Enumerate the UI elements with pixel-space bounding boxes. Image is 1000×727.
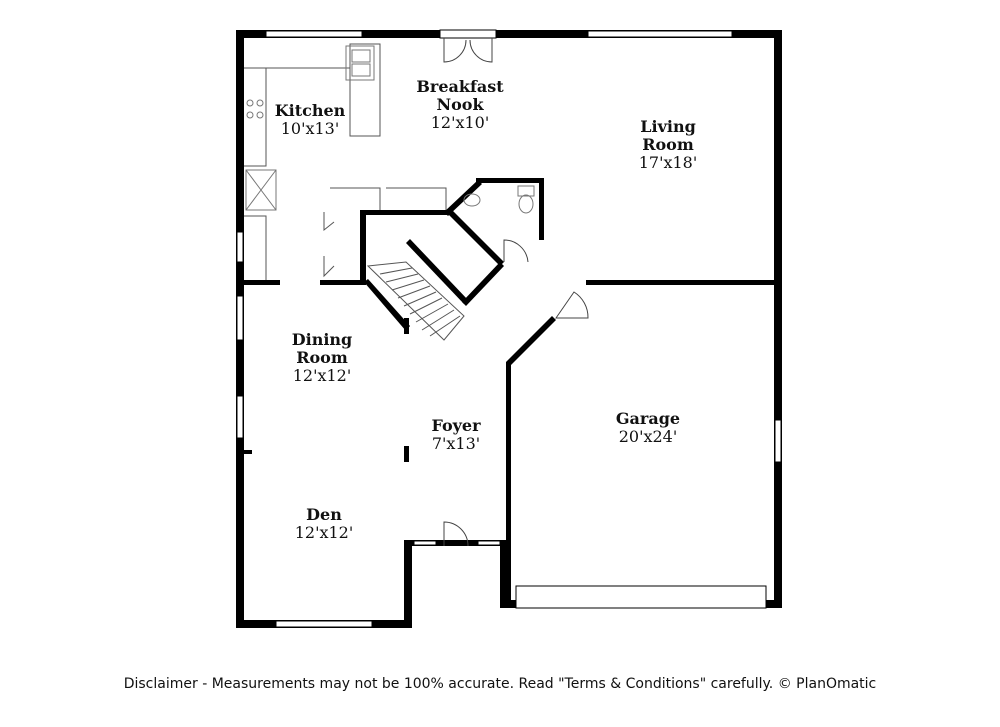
breakfast-nook-dims: 12'x10' bbox=[430, 113, 490, 132]
windows bbox=[236, 30, 782, 628]
powder-room bbox=[463, 185, 535, 263]
breakfast-nook-name-1: Breakfast bbox=[416, 77, 504, 96]
garage-dims: 20'x24' bbox=[618, 427, 678, 446]
kitchen-label: Kitchen 10'x13' bbox=[262, 102, 358, 138]
den-label: Den 12'x12' bbox=[276, 506, 372, 542]
dining-room-name-1: Dining bbox=[291, 330, 353, 349]
foyer-label: Foyer 7'x13' bbox=[408, 417, 504, 453]
living-room-label: Living Room 17'x18' bbox=[618, 118, 718, 172]
foyer-name: Foyer bbox=[431, 416, 481, 435]
patio-door bbox=[439, 29, 497, 63]
living-room-name-1: Living bbox=[640, 117, 696, 136]
den-name: Den bbox=[306, 505, 342, 524]
garage-door bbox=[508, 585, 774, 609]
dining-room-name-2: Room bbox=[296, 348, 348, 367]
disclaimer-text: Disclaimer - Measurements may not be 100… bbox=[123, 676, 877, 692]
kitchen-dims: 10'x13' bbox=[280, 119, 340, 138]
breakfast-nook-name-2: Nook bbox=[436, 95, 484, 114]
kitchen-counters bbox=[244, 43, 381, 280]
garage-label: Garage 20'x24' bbox=[598, 410, 698, 446]
living-room-name-2: Room bbox=[642, 135, 694, 154]
garage-name: Garage bbox=[615, 409, 681, 428]
living-room-dims: 17'x18' bbox=[638, 153, 698, 172]
door-swings bbox=[443, 291, 589, 547]
dining-room-label: Dining Room 12'x12' bbox=[272, 331, 372, 385]
den-dims: 12'x12' bbox=[294, 523, 354, 542]
closet-doors bbox=[323, 187, 447, 278]
kitchen-name: Kitchen bbox=[274, 101, 346, 120]
breakfast-nook-label: Breakfast Nook 12'x10' bbox=[400, 78, 520, 132]
dining-room-dims: 12'x12' bbox=[292, 366, 352, 385]
foyer-dims: 7'x13' bbox=[431, 434, 481, 453]
stairs bbox=[366, 261, 465, 341]
interior-walls bbox=[244, 178, 782, 604]
